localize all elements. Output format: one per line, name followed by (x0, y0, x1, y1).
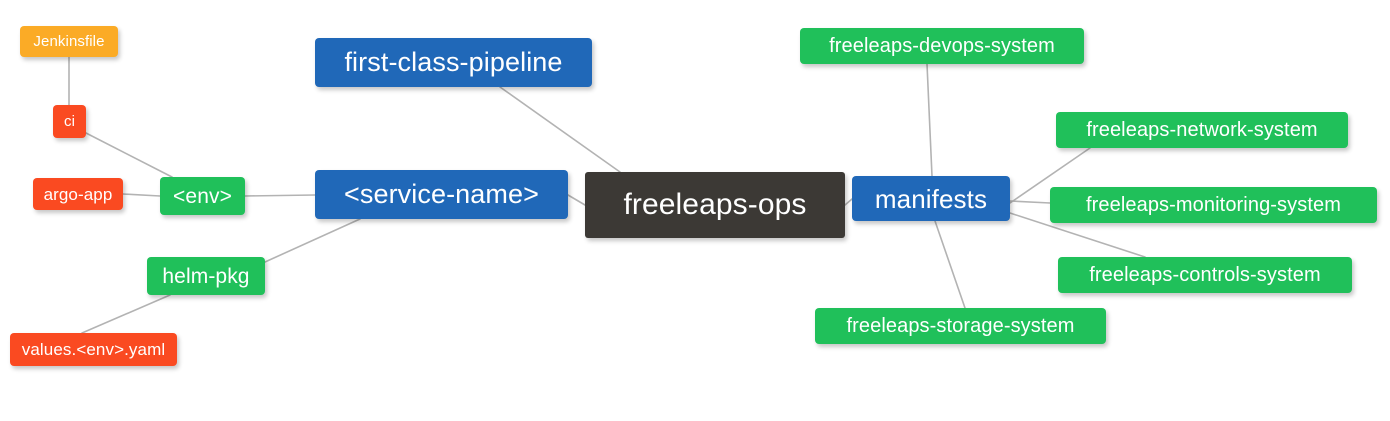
mindmap-node-monitoring[interactable]: freeleaps-monitoring-system (1050, 187, 1377, 223)
mindmap-node-controls[interactable]: freeleaps-controls-system (1058, 257, 1352, 293)
mindmap-node-pipeline[interactable]: first-class-pipeline (315, 38, 592, 87)
edge-env-to-ci (85, 132, 173, 178)
edge-svc-to-helm (264, 218, 361, 263)
mindmap-node-jenkins[interactable]: Jenkinsfile (20, 26, 118, 57)
edge-manifests-to-storage (934, 220, 966, 309)
mindmap-node-manifests[interactable]: manifests (852, 176, 1010, 221)
mindmap-node-network[interactable]: freeleaps-network-system (1056, 112, 1348, 148)
mindmap-node-devops[interactable]: freeleaps-devops-system (800, 28, 1084, 64)
mindmap-node-argo[interactable]: argo-app (33, 178, 123, 210)
mindmap-node-helm[interactable]: helm-pkg (147, 257, 265, 295)
edge-manifests-to-devops (926, 63, 933, 177)
edge-helm-to-values (81, 294, 171, 334)
edge-env-to-argo (122, 193, 161, 197)
edge-root-to-svc (567, 194, 586, 206)
mindmap-node-storage[interactable]: freeleaps-storage-system (815, 308, 1106, 344)
edge-svc-to-env (244, 194, 316, 197)
mindmap-node-ci[interactable]: ci (53, 105, 86, 138)
mindmap-node-root[interactable]: freeleaps-ops (585, 172, 845, 238)
edge-root-to-pipeline (499, 86, 621, 173)
edge-root-to-manifests (844, 198, 853, 206)
edge-manifests-to-monitoring (1009, 200, 1051, 204)
mindmap-node-svc[interactable]: <service-name> (315, 170, 568, 219)
mindmap-node-env[interactable]: <env> (160, 177, 245, 215)
mindmap-node-values[interactable]: values.<env>.yaml (10, 333, 177, 366)
